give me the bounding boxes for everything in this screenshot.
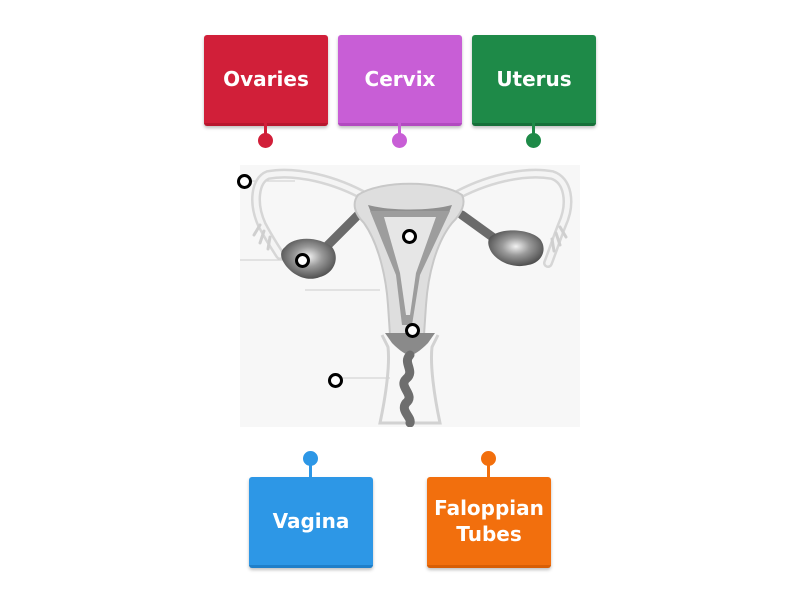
uterus-diagram [240,165,580,427]
label-fallopian-tubes-text: Faloppian Tubes [434,496,544,546]
label-ovaries-stem [264,123,267,135]
drop-target-ovary[interactable] [295,253,310,268]
label-cervix[interactable]: Cervix [338,35,462,148]
label-fallopian-tubes[interactable]: Faloppian Tubes [427,451,551,568]
label-cervix-stem [398,123,401,135]
label-vagina-pin[interactable] [303,451,318,466]
label-cervix-text: Cervix [364,67,436,91]
drop-target-vagina[interactable] [328,373,343,388]
label-fallopian-tubes-pin[interactable] [481,451,496,466]
drop-target-cervix[interactable] [405,323,420,338]
label-ovaries-pin[interactable] [258,133,273,148]
label-fallopian-tubes-stem [487,465,490,477]
drop-target-fallopian-tubes[interactable] [237,174,252,189]
drop-target-uterus[interactable] [402,229,417,244]
label-ovaries-text: Ovaries [223,67,309,91]
label-vagina-stem [309,465,312,477]
label-cervix-pin[interactable] [392,133,407,148]
label-uterus-pin[interactable] [526,133,541,148]
cervix-shape [385,333,435,355]
label-uterus-stem [532,123,535,135]
label-uterus-text: Uterus [496,67,572,91]
label-vagina-text: Vagina [272,509,350,533]
right-ovary [488,230,544,267]
label-ovaries[interactable]: Ovaries [204,35,328,148]
label-uterus[interactable]: Uterus [472,35,596,148]
vaginal-canal [399,350,415,427]
label-vagina[interactable]: Vagina [249,451,373,568]
